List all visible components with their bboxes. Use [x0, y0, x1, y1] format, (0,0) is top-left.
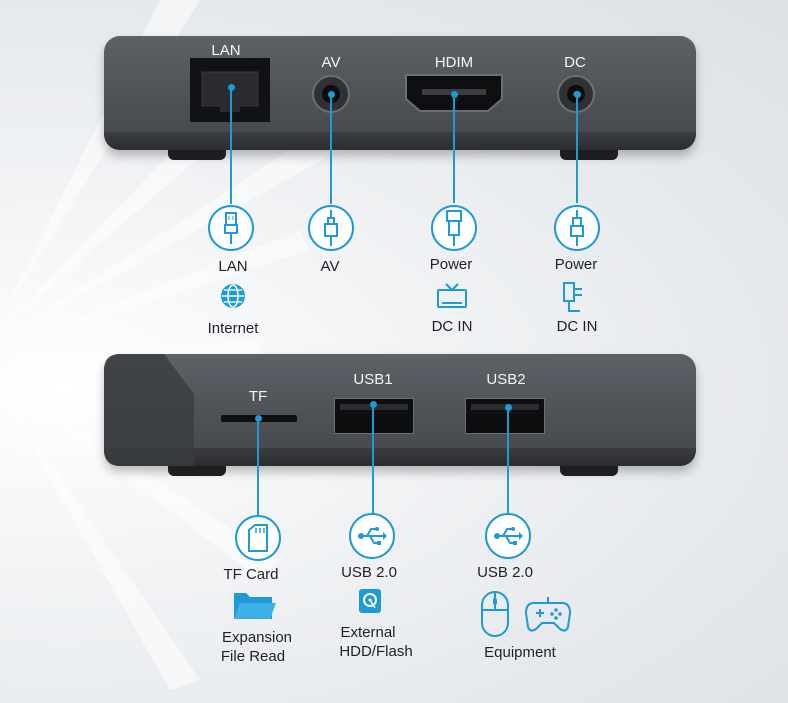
- expansion-label: Expansion: [221, 629, 293, 646]
- tv-icon: [436, 283, 468, 311]
- av-jack-icon: [308, 205, 354, 251]
- equipment-label: Equipment: [484, 644, 556, 661]
- lan-port-label: LAN: [211, 42, 241, 59]
- connector-line: [453, 95, 455, 203]
- ethernet-cable-icon: [208, 205, 254, 251]
- usb-icon: [349, 513, 395, 559]
- tf-card-label: TF Card: [223, 566, 279, 583]
- connector-line: [507, 408, 509, 513]
- mouse-icon: [480, 590, 510, 638]
- usb2-port-label: USB2: [486, 371, 526, 388]
- globe-icon: [220, 283, 246, 309]
- av-label: AV: [320, 258, 340, 275]
- connector-line: [576, 95, 578, 203]
- usb1-port-label: USB1: [353, 371, 393, 388]
- box-rim: [104, 448, 696, 466]
- hdd-flash-label: HDD/Flash: [339, 643, 413, 660]
- usb2-type-label: USB 2.0: [477, 564, 533, 581]
- connector-dot: [370, 401, 377, 408]
- hdmi-dcin-label: DC IN: [431, 318, 473, 335]
- usb-icon: [485, 513, 531, 559]
- connector-line: [257, 419, 259, 515]
- box-foot: [560, 150, 618, 160]
- box-foot: [168, 150, 226, 160]
- connector-dot: [328, 91, 335, 98]
- connector-dot: [228, 84, 235, 91]
- connector-line: [230, 88, 232, 204]
- box-rim: [104, 132, 696, 150]
- tf-port-label: TF: [248, 388, 268, 405]
- box-foot: [560, 466, 618, 476]
- connector-dot: [255, 415, 262, 422]
- box-foot: [168, 466, 226, 476]
- av-port-label: AV: [321, 54, 341, 71]
- hdmi-plug-icon: [431, 205, 477, 251]
- hdmi-power-label: Power: [429, 256, 473, 273]
- connector-line: [330, 95, 332, 204]
- usb2-port: [465, 398, 545, 434]
- power-adapter-icon: [562, 281, 590, 313]
- box-side-shade: [104, 354, 194, 466]
- hdmi-port-label: HDIM: [434, 54, 474, 71]
- file-read-label: File Read: [220, 648, 286, 665]
- folder-icon: [232, 589, 276, 621]
- internet-label: Internet: [207, 320, 259, 337]
- connector-dot: [574, 91, 581, 98]
- connector-dot: [451, 91, 458, 98]
- sd-card-icon: [235, 515, 281, 561]
- external-label: External: [340, 624, 396, 641]
- usb1-type-label: USB 2.0: [341, 564, 397, 581]
- connector-dot: [505, 404, 512, 411]
- dc-plug-icon: [554, 205, 600, 251]
- gamepad-icon: [524, 595, 572, 635]
- hard-drive-icon: [358, 588, 382, 614]
- dc-port-label: DC: [564, 54, 586, 71]
- dc-dcin-label: DC IN: [556, 318, 598, 335]
- lan-label: LAN: [218, 258, 248, 275]
- connector-line: [372, 405, 374, 513]
- dc-power-label: Power: [554, 256, 598, 273]
